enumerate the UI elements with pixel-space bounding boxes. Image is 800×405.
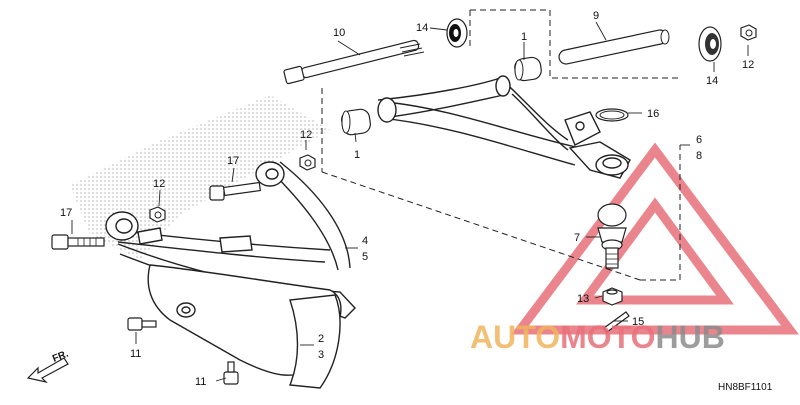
callout-7: 7 [574, 232, 580, 244]
front-direction-arrow-icon [26, 357, 69, 384]
callout-6: 6 [696, 134, 702, 146]
cotter-pin [603, 311, 630, 333]
leader-lines [71, 21, 749, 382]
upper-arm-dashed-box [321, 9, 681, 281]
callout-5: 5 [362, 251, 368, 263]
callout-14-right: 14 [706, 75, 718, 87]
bolt-left-17 [51, 234, 105, 250]
watermark-triangle [511, 142, 799, 335]
callout-10: 10 [333, 27, 345, 39]
watermark-brand-part2: MOTO [560, 319, 655, 355]
watermark-brand-part1: AUTO [470, 319, 560, 355]
callout-12-mid: 12 [300, 129, 312, 141]
callout-16: 16 [647, 108, 659, 120]
upper-a-arm [377, 75, 631, 179]
callout-13: 13 [577, 293, 589, 305]
nut-left [149, 206, 166, 223]
callout-17-top: 17 [227, 155, 239, 167]
pivot-collar [558, 29, 670, 65]
skid-guard [147, 264, 342, 389]
callout-12-right: 12 [742, 59, 754, 71]
callout-11-left: 11 [130, 348, 141, 360]
bolt-11-bottom [223, 361, 239, 385]
seal-right [698, 26, 722, 62]
nut-mid [299, 154, 316, 171]
callout-17-left: 17 [60, 207, 72, 219]
castle-nut [602, 287, 623, 306]
callout-4: 4 [362, 235, 368, 247]
bolt-top-17 [209, 181, 262, 201]
callout-11-bottom: 11 [195, 376, 206, 388]
circlip [595, 108, 629, 122]
callout-15: 15 [632, 316, 644, 328]
watermark-brand: AUTOMOTOHUB [470, 319, 725, 355]
ball-joint [597, 203, 627, 269]
pivot-bolt-upper [283, 39, 425, 85]
bolt-11-left [127, 317, 157, 331]
bushing-upper [514, 56, 542, 82]
callout-9: 9 [593, 10, 599, 22]
watermark-brand-part3: HUB [655, 319, 724, 355]
callout-2: 2 [318, 333, 324, 345]
frame-silhouette [70, 95, 330, 260]
bushing-lower [341, 108, 371, 136]
callout-8: 8 [696, 150, 702, 162]
nut-right [740, 24, 757, 41]
callout-12-left: 12 [153, 178, 165, 190]
callout-1-upper: 1 [521, 31, 527, 43]
washer-top [446, 18, 468, 48]
callout-1-lower: 1 [354, 149, 360, 161]
drawing-code: HN8BF1101 [718, 382, 773, 393]
callout-14-top: 14 [416, 22, 428, 34]
callout-3: 3 [318, 349, 324, 361]
